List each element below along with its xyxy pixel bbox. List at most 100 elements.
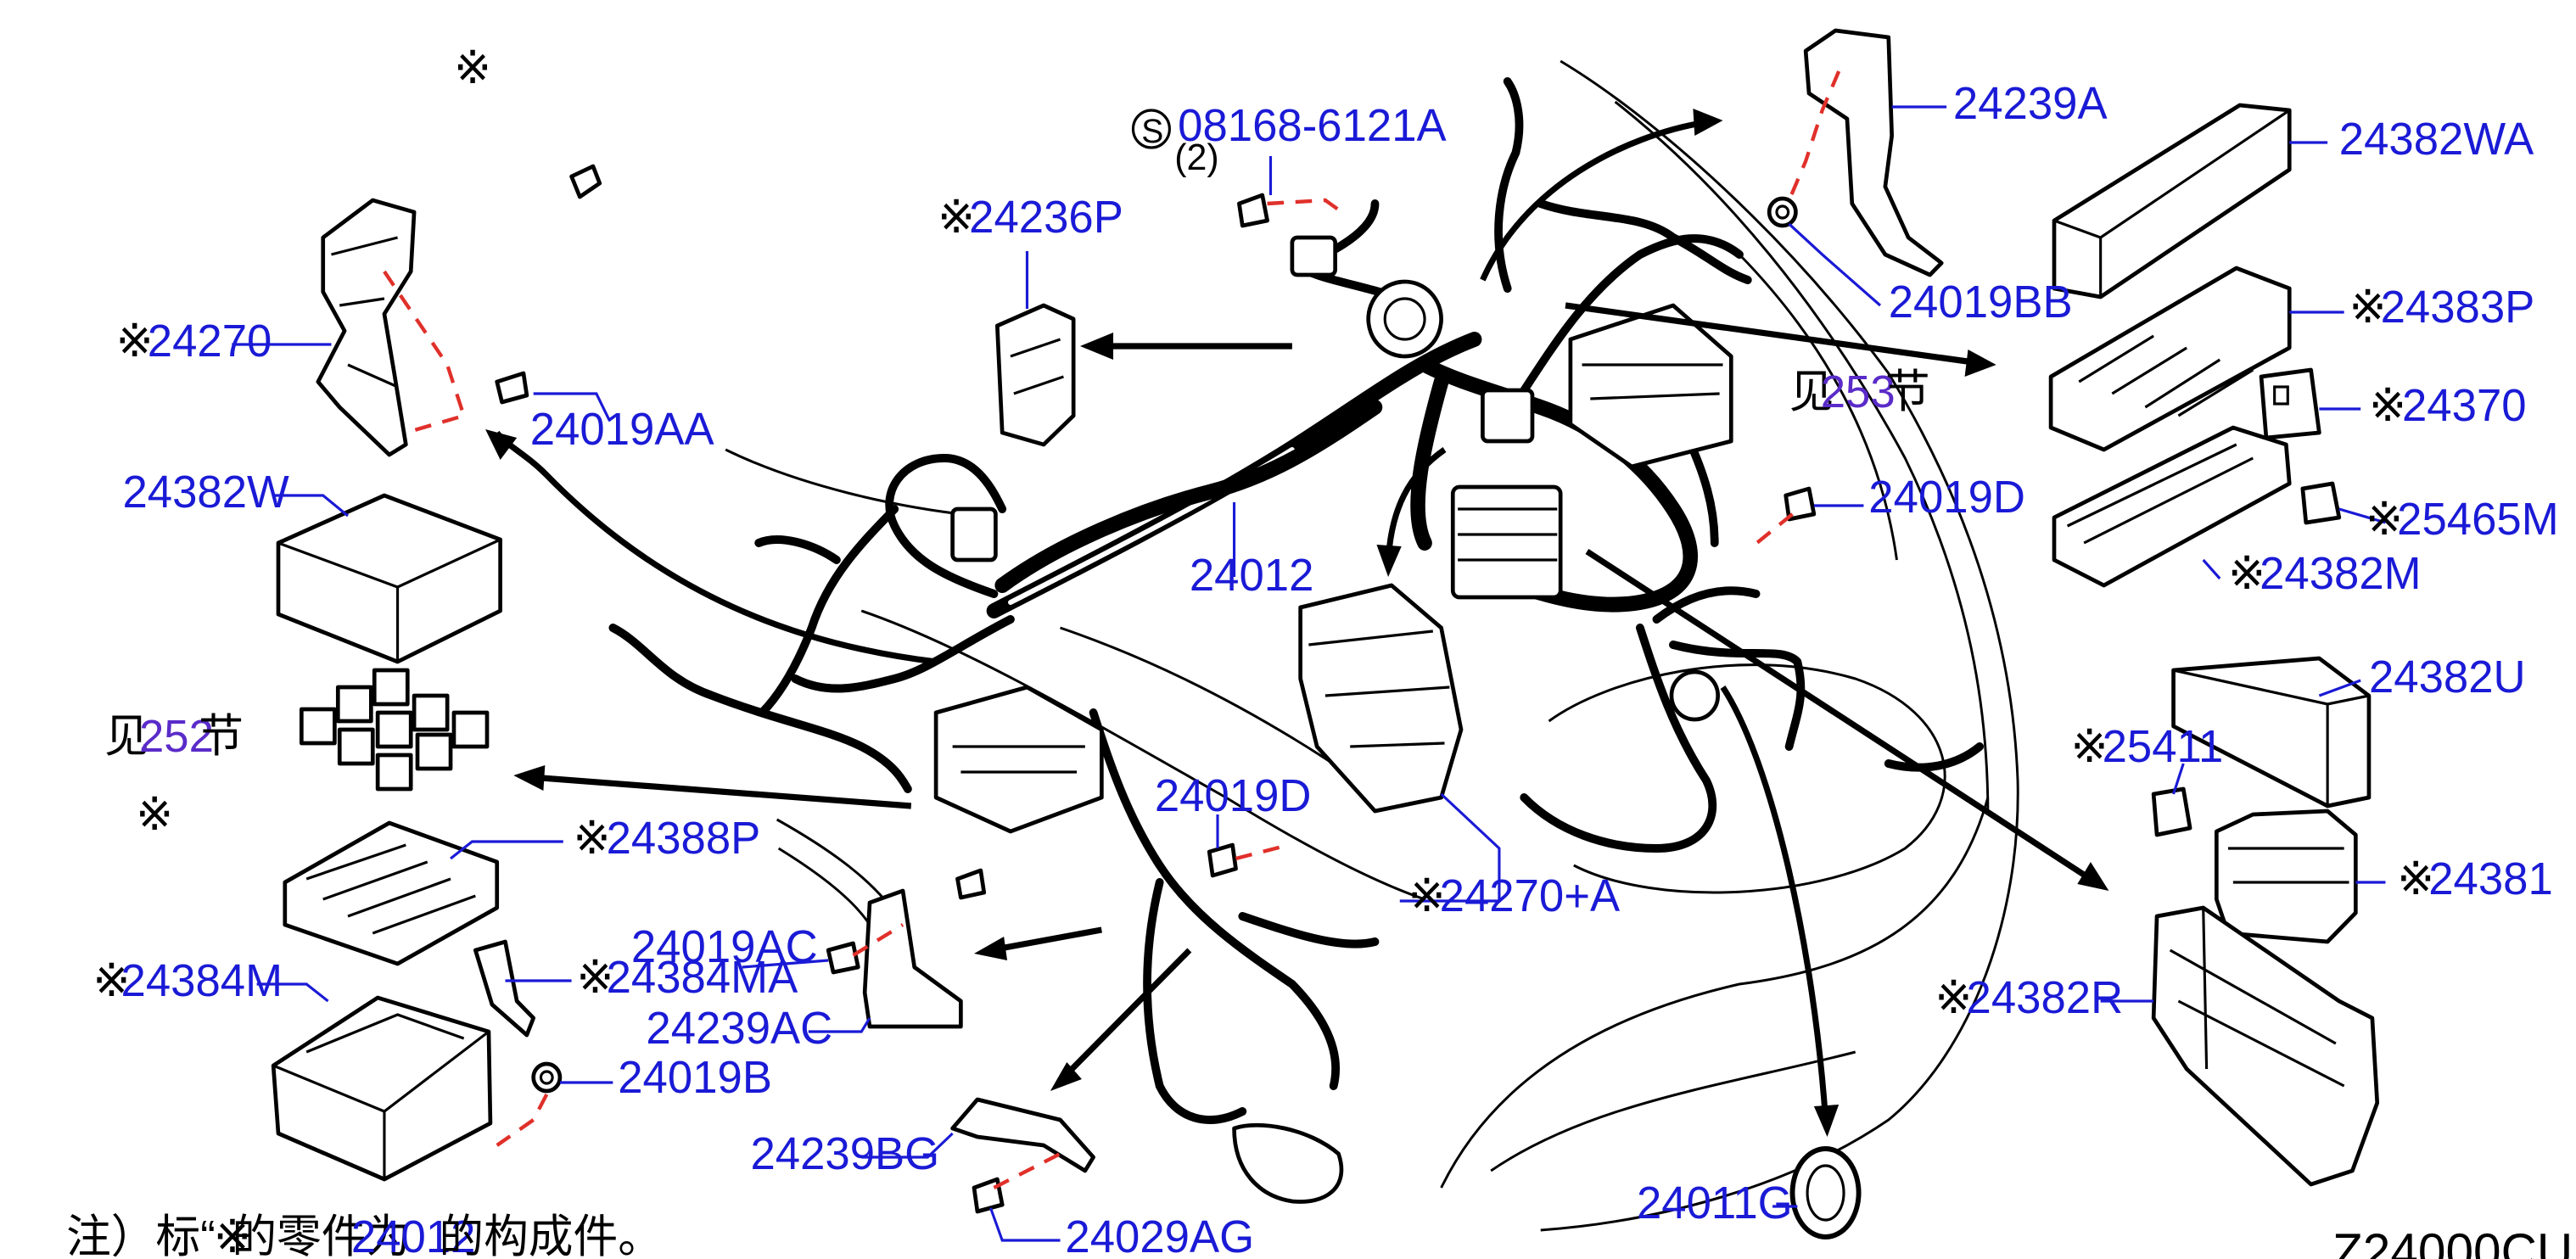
dash-24019B bbox=[496, 1093, 549, 1147]
part-24270A-block bbox=[1298, 583, 1464, 814]
marker-24270: ※ bbox=[116, 316, 154, 367]
part-24382M-base bbox=[2052, 425, 2292, 588]
std-symbol: S bbox=[1141, 113, 1163, 151]
label-24239AC[interactable]: 24239AC bbox=[646, 1003, 832, 1054]
dash-24239BG bbox=[993, 1152, 1061, 1189]
marker-25411: ※ bbox=[2071, 721, 2108, 772]
nut-icon bbox=[531, 1061, 563, 1094]
bolt-icon bbox=[826, 868, 987, 975]
leader-lines bbox=[232, 105, 2386, 1242]
ref-252-suffix: 节 bbox=[199, 711, 244, 762]
label-24019D-center[interactable]: 24019D bbox=[1155, 770, 1312, 821]
relay-group bbox=[299, 668, 490, 792]
label-25465M[interactable]: 25465M bbox=[2397, 494, 2559, 545]
label-24019BB[interactable]: 24019BB bbox=[1889, 277, 2073, 327]
label-24381[interactable]: 24381 bbox=[2428, 853, 2553, 904]
marker-24370: ※ bbox=[2369, 380, 2406, 431]
marker-24381: ※ bbox=[2397, 853, 2434, 904]
ref-253-suffix: 节 bbox=[1885, 367, 1930, 417]
footnote-prefix: 注）标“ bbox=[66, 1211, 216, 1259]
part-24239AC-bracket bbox=[862, 888, 963, 1029]
label-24012[interactable]: 24012 bbox=[1190, 550, 1314, 601]
reference-arrows bbox=[485, 109, 2109, 1137]
label-24239BG[interactable]: 24239BG bbox=[750, 1128, 939, 1179]
diagram-code: Z24000CU bbox=[2332, 1223, 2573, 1259]
label-08168-6121A[interactable]: 08168-6121A bbox=[1178, 100, 1447, 151]
label-24019D-right[interactable]: 24019D bbox=[1868, 472, 2025, 523]
marker-left-mid: ※ bbox=[136, 789, 173, 840]
label-24270[interactable]: 24270 bbox=[148, 316, 272, 367]
main-harness bbox=[608, 77, 1985, 1124]
part-24239A-bracket bbox=[1803, 28, 1944, 277]
dash-24239A bbox=[1787, 70, 1841, 201]
marker-25465M: ※ bbox=[2366, 494, 2403, 545]
label-25411[interactable]: 25411 bbox=[2103, 721, 2224, 772]
harness-components bbox=[933, 235, 1733, 1204]
footnote-part[interactable]: 24012 bbox=[351, 1211, 476, 1259]
footnote-middle: 的零件为 bbox=[232, 1211, 411, 1259]
label-24384M[interactable]: 24384M bbox=[121, 955, 283, 1006]
dash-24019D-a bbox=[1235, 842, 1290, 861]
label-24011G[interactable]: 24011G bbox=[1637, 1178, 1793, 1228]
label-24370[interactable]: 24370 bbox=[2402, 380, 2527, 431]
label-24239A[interactable]: 24239A bbox=[1953, 78, 2108, 129]
ref-253-prefix: 见 bbox=[1789, 367, 1834, 417]
marker-top-left: ※ bbox=[454, 42, 491, 93]
label-24383P[interactable]: 24383P bbox=[2381, 282, 2535, 333]
marker-24383P: ※ bbox=[2349, 282, 2387, 333]
label-24382M[interactable]: 24382M bbox=[2260, 548, 2422, 599]
marker-24236P: ※ bbox=[938, 192, 975, 243]
dash-24019D-b bbox=[1751, 512, 1794, 548]
label-24270A[interactable]: 24270+A bbox=[1440, 870, 1621, 921]
bolt-icon bbox=[1207, 842, 1238, 878]
bolt-icon bbox=[1784, 486, 1817, 522]
ref-252-prefix: 见 bbox=[104, 711, 149, 762]
label-24382R[interactable]: 24382R bbox=[1967, 972, 2124, 1023]
part-24383P-block bbox=[2048, 266, 2292, 452]
label-24382WA[interactable]: 24382WA bbox=[2339, 114, 2534, 165]
part-24270-bracket bbox=[316, 198, 467, 457]
ref-253-number[interactable]: 253 bbox=[1821, 367, 1896, 417]
marker-24382R: ※ bbox=[1935, 972, 1972, 1023]
bolt-icon bbox=[495, 164, 602, 405]
part-24370-relay bbox=[2259, 367, 2321, 440]
marker-24384M: ※ bbox=[92, 955, 130, 1006]
std-quantity: (2) bbox=[1174, 137, 1218, 179]
part-24382WA-cover bbox=[2052, 103, 2292, 299]
label-24019AC[interactable]: 24019AC bbox=[631, 921, 818, 972]
label-24029AG[interactable]: 24029AG bbox=[1065, 1211, 1254, 1259]
part-24382W-cover bbox=[276, 493, 502, 664]
part-labels: ※ ※ 24270 24019AA 24382W 见 252 节 ※ ※ 243… bbox=[92, 42, 2558, 1259]
label-24019AA[interactable]: 24019AA bbox=[530, 404, 714, 455]
footnote-suffix: 的构成件。 bbox=[439, 1211, 663, 1259]
part-24382R-box bbox=[2151, 905, 2380, 1187]
nut-icon bbox=[1767, 196, 1798, 228]
footnote-marker: ※ bbox=[214, 1211, 251, 1259]
part-24384M-box bbox=[271, 995, 493, 1182]
part-24384MA-bracket bbox=[473, 939, 536, 1038]
part-24388P-block bbox=[283, 820, 500, 966]
label-24236P[interactable]: 24236P bbox=[969, 192, 1123, 243]
dash-24239AC bbox=[852, 923, 904, 957]
part-24011G-grommet bbox=[1789, 1146, 1862, 1239]
vehicle-body-outline bbox=[725, 59, 2019, 1232]
part-24239BG-bracket bbox=[950, 1097, 1095, 1173]
part-24381-block bbox=[2214, 809, 2358, 944]
marker-24270A: ※ bbox=[1408, 870, 1446, 921]
marker-24382M: ※ bbox=[2228, 548, 2265, 599]
label-24382W[interactable]: 24382W bbox=[122, 467, 289, 518]
ref-252-number[interactable]: 252 bbox=[139, 711, 214, 762]
label-24384MA[interactable]: 24384MA bbox=[607, 952, 798, 1003]
dash-08168 bbox=[1267, 198, 1343, 214]
standard-part-icon bbox=[1131, 109, 1171, 149]
label-24382U[interactable]: 24382U bbox=[2369, 652, 2526, 702]
marker-24384MA: ※ bbox=[576, 952, 613, 1003]
bolt-icon bbox=[1237, 193, 1269, 228]
part-25411-clip bbox=[2151, 786, 2192, 837]
label-24388P[interactable]: 24388P bbox=[607, 813, 761, 864]
label-24019B[interactable]: 24019B bbox=[618, 1052, 772, 1103]
footnote: 注）标“ ※ 的零件为 24012 的构成件。 bbox=[66, 1211, 663, 1259]
part-25465M-fuse bbox=[2300, 481, 2342, 525]
part-24236P-cover bbox=[995, 303, 1076, 447]
